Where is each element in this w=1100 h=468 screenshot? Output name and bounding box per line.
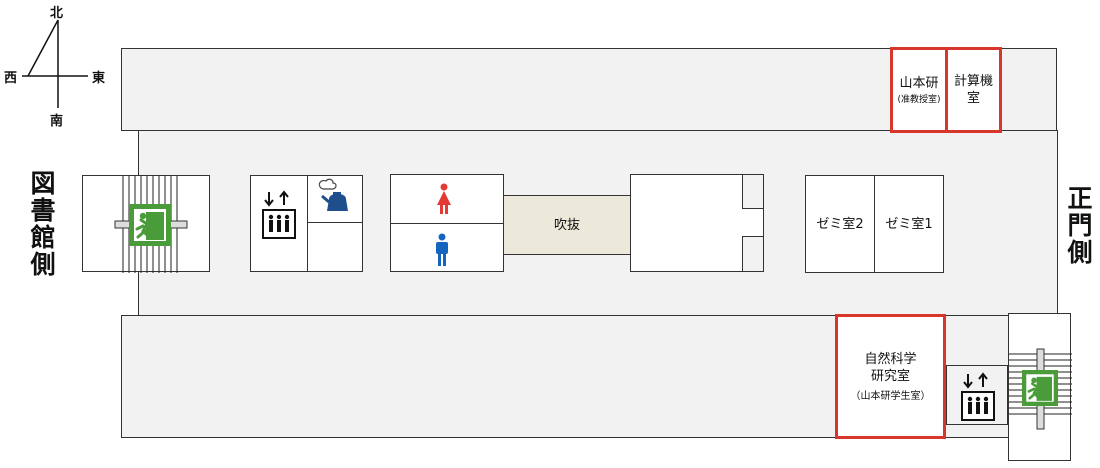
main-gate-side-label: 正門側 <box>1064 185 1093 266</box>
elevator-icon <box>262 190 296 239</box>
seminar-room-2[interactable]: ゼミ室2 <box>805 175 875 273</box>
natural-science-line3: （山本研学生室） <box>850 391 931 402</box>
yamamoto-lab-sub: (准教授室) <box>897 95 941 105</box>
compass-north-label: 北 <box>50 6 64 21</box>
compass: 北 南 西 東 <box>0 0 115 130</box>
west-stairs <box>82 175 210 273</box>
emergency-exit-icon-east <box>1022 370 1058 406</box>
elevator-divider-v <box>307 175 308 272</box>
kettle-icon <box>318 178 348 211</box>
compass-icon <box>22 19 88 108</box>
restroom-divider <box>390 223 504 224</box>
natural-science-room[interactable]: 自然科学 研究室 （山本研学生室） <box>835 314 946 439</box>
east-stairs <box>1008 313 1072 461</box>
elevator-hall <box>250 175 363 272</box>
east-elevator <box>946 365 1008 425</box>
natural-science-line1: 自然科学 <box>864 352 917 367</box>
elevator-divider-h <box>307 222 363 223</box>
compass-south-label: 南 <box>50 114 64 129</box>
male-restroom-icon <box>436 233 448 266</box>
emergency-exit-icon <box>129 204 171 246</box>
library-side-label: 図書館側 <box>27 170 56 278</box>
computer-room-line1: 計算機 <box>953 74 993 89</box>
computer-room[interactable]: 計算機 室 <box>945 47 1002 133</box>
utility-niche-top <box>742 174 764 209</box>
seminar-room-1[interactable]: ゼミ室1 <box>874 175 944 273</box>
compass-west-label: 西 <box>4 71 18 86</box>
atrium[interactable]: 吹抜 <box>503 195 631 255</box>
elevator-icon-east <box>961 372 995 421</box>
computer-room-line2: 室 <box>966 91 980 106</box>
compass-east-label: 東 <box>92 71 106 86</box>
utility-room <box>630 174 764 272</box>
yamamoto-lab-name: 山本研 <box>899 76 939 91</box>
utility-niche-bottom <box>742 236 764 272</box>
yamamoto-lab-room[interactable]: 山本研 (准教授室) <box>890 47 948 133</box>
natural-science-line2: 研究室 <box>870 369 910 384</box>
female-restroom-icon <box>437 183 451 214</box>
